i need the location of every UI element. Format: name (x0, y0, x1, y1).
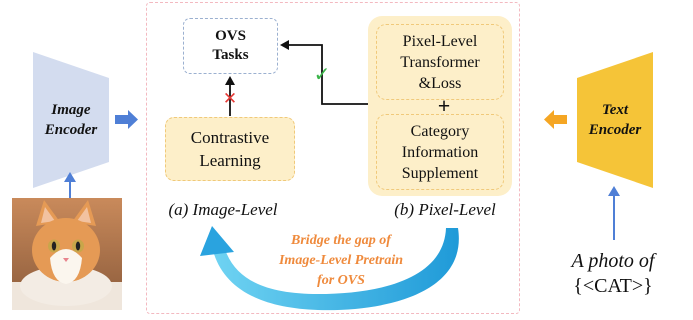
bridge-gap-text: Bridge the gap of Image-Level Pretrain f… (228, 228, 454, 294)
pixel-bottom-line1: Category (410, 122, 470, 140)
ovs-tasks-box: OVS Tasks (183, 18, 278, 74)
caption-line1: A photo of (571, 250, 655, 272)
text-encoder-shape (577, 52, 653, 188)
photo-to-encoder-arrow (64, 172, 76, 198)
bridge-arrow (200, 226, 459, 311)
cross-mark: ✕ (222, 89, 238, 109)
pixel-transformer-loss-box: Pixel-Level Transformer &Loss (376, 24, 504, 100)
pixel-level-label: (b) Pixel-Level (394, 200, 496, 219)
pixel-top-line1: Pixel-Level (402, 32, 478, 50)
check-mark: ✓ (313, 62, 331, 86)
image-level-label: (a) Image-Level (168, 200, 278, 219)
outer-frame (146, 2, 520, 314)
ovs-tasks-line2: Tasks (212, 47, 249, 63)
contrastive-line2: Learning (199, 151, 261, 170)
image-encoder-arrow (115, 110, 138, 129)
text-encoder-label-line1: Text (601, 102, 629, 118)
text-encoder: Text Encoder (577, 52, 653, 188)
contrastive-to-ovs-arrow (225, 76, 235, 116)
cat-photo (12, 198, 122, 310)
pixel-top-line3: &Loss (418, 74, 462, 92)
bridge-line1: Bridge the gap of (291, 233, 391, 248)
image-encoder-label-line1: Image (51, 102, 91, 118)
plus-sign: + (437, 93, 451, 118)
bridge-line3: for OVS (317, 273, 365, 288)
text-prompt-caption: A photo of {<CAT>} (533, 244, 693, 304)
caption-to-encoder-arrow (608, 186, 620, 240)
ovs-tasks-line1: OVS (215, 28, 246, 44)
text-encoder-arrow (544, 110, 567, 129)
image-encoder: Image Encoder (33, 52, 109, 188)
pixel-bottom-line2: Information (401, 143, 479, 161)
cat-photo-art (12, 198, 122, 310)
pixel-to-ovs-arrow (280, 40, 368, 105)
pixel-top-line2: Transformer (400, 53, 480, 71)
pixel-level-group (368, 16, 512, 196)
image-encoder-shape (33, 52, 109, 188)
text-encoder-label-line2: Encoder (588, 122, 642, 138)
contrastive-learning-box: Contrastive Learning (165, 117, 295, 181)
bridge-line2: Image-Level Pretrain (278, 253, 404, 268)
image-encoder-label-line2: Encoder (44, 122, 98, 138)
contrastive-line1: Contrastive (190, 128, 270, 147)
caption-line2: {<CAT>} (573, 275, 653, 297)
pixel-bottom-line3: Supplement (401, 164, 479, 182)
category-information-box: Category Information Supplement (376, 114, 504, 190)
